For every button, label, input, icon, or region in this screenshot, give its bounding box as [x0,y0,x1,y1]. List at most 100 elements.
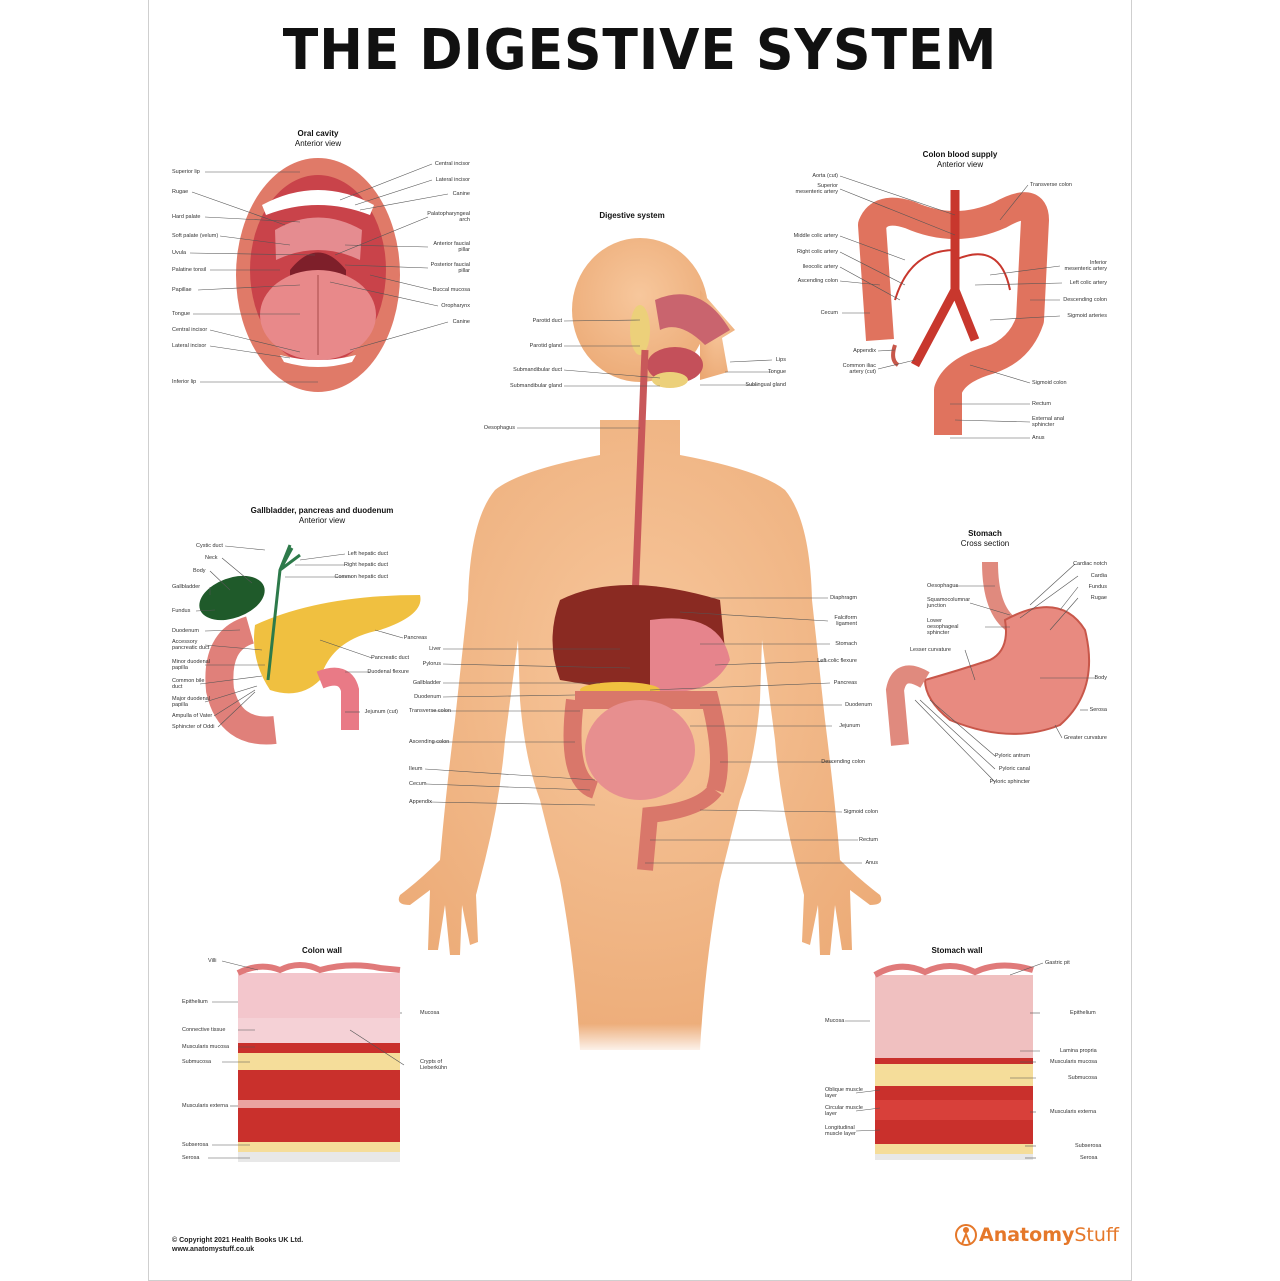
stomach-wall-illustration [873,962,1034,1160]
leader-line [729,359,773,363]
leader-line [914,699,996,783]
leader-line [197,284,301,291]
leader-line [334,216,429,256]
colon-wall-label: Mucosa [420,1010,440,1016]
oral-label: Tongue [172,311,191,317]
leader-line [339,163,433,201]
gallbladder-label: Duodenal flexure [367,669,409,675]
stomach-wall-label: Epithelium [1070,1010,1096,1016]
leader-line [425,783,591,791]
leader-line [221,557,253,584]
leader-line [329,281,439,307]
stomach-wall-label: Circular muscle layer [825,1105,863,1117]
stomach-wall-label: Longitudinal muscle layer [825,1125,856,1137]
leader-line [649,682,831,691]
gallbladder-label: Right hepatic duct [343,562,388,568]
oral-label: Papillae [172,287,192,293]
leader-line [442,694,576,698]
digestive-label: Jejunum [839,723,860,729]
poster-title: THE DIGESTIVE SYSTEM [282,18,998,83]
stomach-label: Lesser curvature [910,647,951,653]
digestive-label: Transverse colon [409,708,451,714]
colon-blood-label: Anus [1032,435,1045,441]
colon-wall-label: Muscularis externa [182,1103,229,1109]
leader-line [679,611,829,622]
website-text: www.anatomystuff.co.uk [172,1246,255,1253]
oral-label: Palatopharyngeal arch [427,211,470,223]
stomach-wall-label: Subserosa [1075,1143,1102,1149]
colon-blood-label: Ileocolic artery [802,264,838,270]
gallbladder-label: Fundus [172,608,191,614]
stomach-wall-label: Gastric pit [1045,960,1070,966]
leader-line [699,809,843,813]
colon-blood-label: Right colic artery [797,249,838,255]
stomach-wall-label: Muscularis externa [1050,1109,1097,1115]
stomach-label: Serosa [1089,707,1107,713]
leader-line [839,188,956,236]
colon-wall-title: Colon wall [302,946,342,955]
leader-line [429,801,596,806]
oral-cavity-illustration [236,158,400,392]
digestive-label: Tongue [767,369,786,375]
leader-line [344,264,429,269]
leader-line [714,660,829,666]
stomach-wall-label: Submucosa [1068,1075,1098,1081]
digestive-label: Parotid gland [529,343,562,349]
digestive-label: Pancreas [833,680,857,686]
digestive-label: Submandibular duct [513,367,562,373]
colon-wall-label: Subserosa [182,1142,209,1148]
colon-wall-label: Connective tissue [182,1027,226,1033]
oral-label: Hard palate [172,214,201,220]
leader-line [999,184,1029,221]
colon-wall-label: Serosa [182,1155,200,1161]
stomach-label: Oesophagus [927,583,959,589]
leader-line [299,553,346,561]
leader-line [969,602,1011,616]
gallbladder-label: Major duodenal papilla [172,696,210,708]
digestive-label: Duodenum [845,702,872,708]
digestive-label: Ascending colon [409,739,450,745]
oral-label: Oropharynx [441,303,470,309]
digestive-label: Stomach [835,641,857,647]
leader-line [359,193,449,211]
leader-line [974,282,1063,286]
digestive-label: Falciform ligament [834,615,857,627]
colon-blood-label: Descending colon [1063,297,1107,303]
leader-line [349,321,449,351]
leader-line [563,369,661,379]
oral-label: Buccal mucosa [432,287,470,293]
stomach-wall-label: Serosa [1080,1155,1098,1161]
colon-wall-label: Crypts of Lieberkühn [420,1059,448,1071]
leader-line [213,689,256,717]
leader-line [204,685,258,703]
gallbladder-label: Sphincter of Oddi [172,724,215,730]
footer: © Copyright 2021 Health Books UK Ltd. ww… [172,1236,303,1254]
stomach-wall-label: Oblique muscle layer [825,1087,863,1099]
stomach-cross-section-illustration [885,561,1091,746]
oral-label: Rugae [172,189,189,195]
leader-line [219,235,291,246]
colon-wall-label: Muscularis mucosa [182,1044,230,1050]
oral-label: Lateral incisor [172,343,207,349]
oral-label: Lateral incisor [435,177,470,183]
digestive-label: Appendix [409,799,432,805]
colon-blood-label: External anal sphincter [1032,416,1065,428]
logo-text-anatomy: Anatomy [979,1224,1075,1246]
gallbladder-label: Minor duodenal papilla [172,659,210,671]
oral-label: Inferior lip [172,379,197,385]
digestive-system-title: Digestive system [599,211,665,220]
oral-label: Soft palate (velum) [172,233,219,239]
stomach-label: Pyloric antrum [994,753,1030,759]
colon-wall-label: Submucosa [182,1059,212,1065]
colon-wall-label: Villi [208,958,217,964]
digestive-label: Ileum [409,766,423,772]
copyright-text: © Copyright 2021 Health Books UK Ltd. [172,1237,304,1244]
leader-line [969,364,1031,384]
stomach-wall-label: Lamina propria [1060,1048,1097,1054]
leader-line [209,329,301,353]
colon-blood-label: Appendix [853,348,876,354]
logo-figure-icon [955,1224,977,1246]
